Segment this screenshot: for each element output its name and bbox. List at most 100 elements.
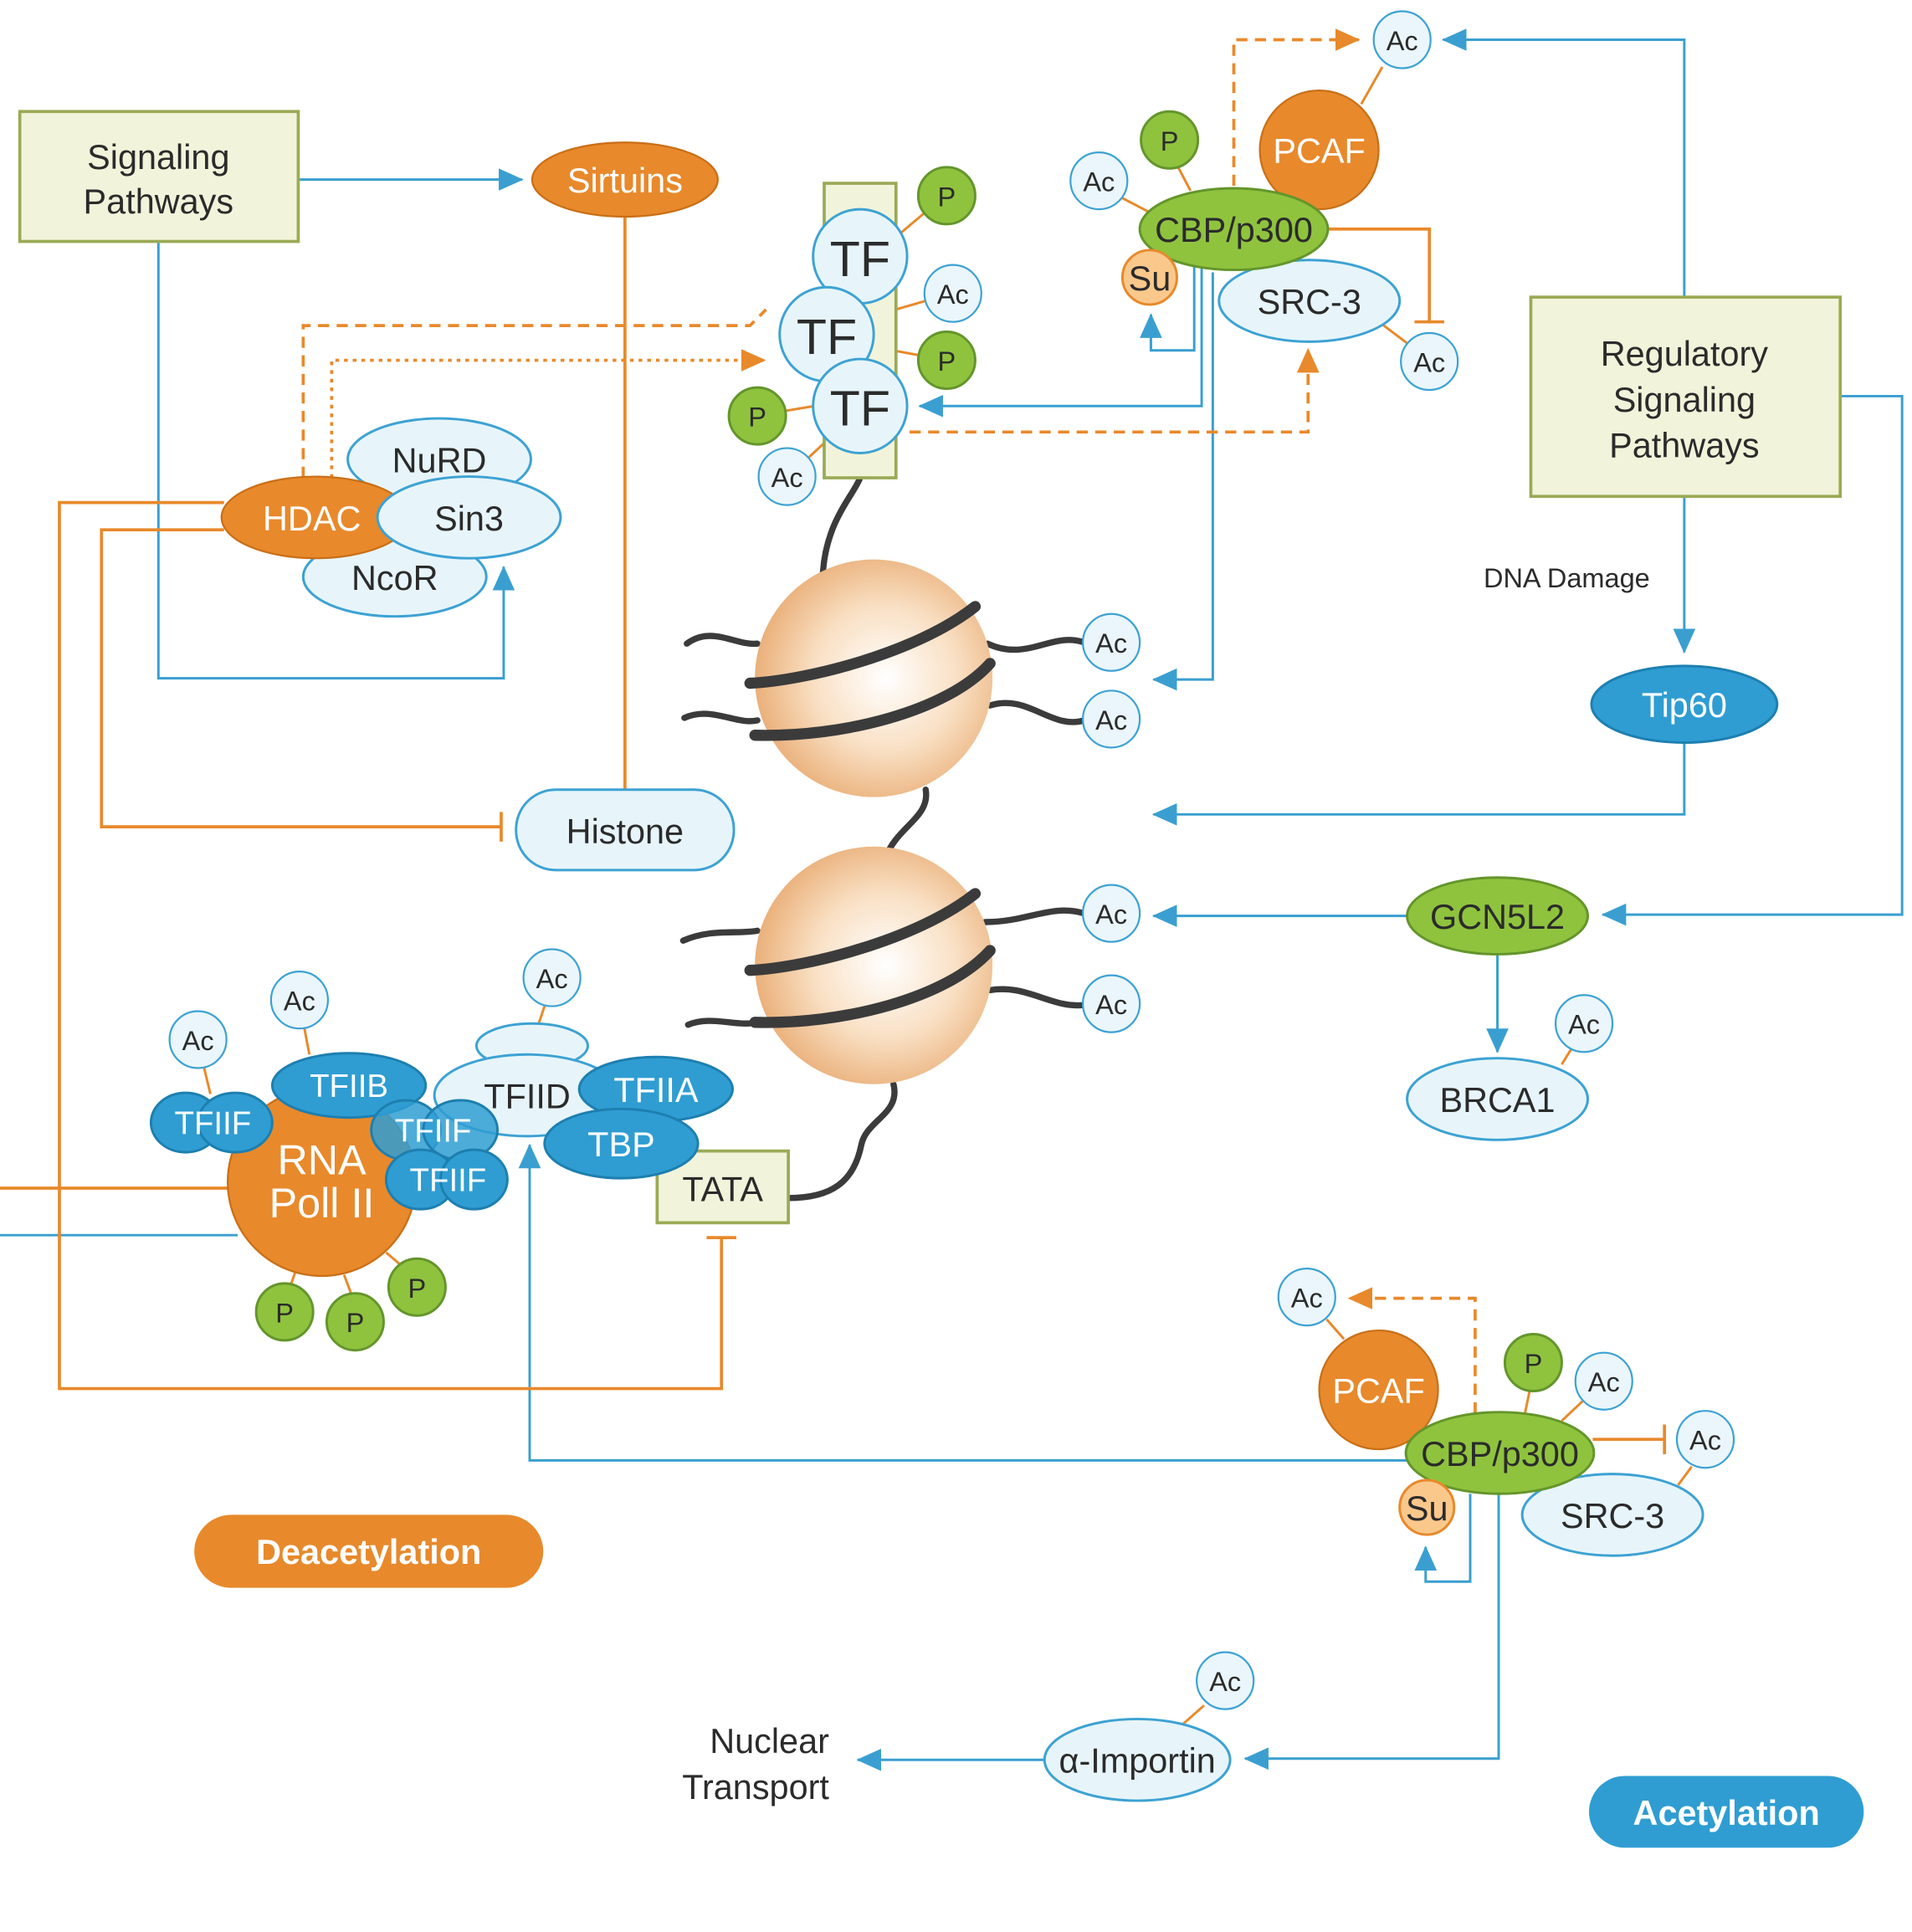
arrow-tip60-to-histone — [1151, 742, 1686, 826]
ac-circle — [1196, 1651, 1255, 1710]
arrow-cbp-to-tfiid — [518, 1143, 1412, 1462]
tbp-label: TBP — [587, 1125, 655, 1164]
dashed-cbp-to-ac — [1232, 28, 1361, 187]
dna-wrap — [749, 658, 996, 741]
brca1-ellipse — [1406, 1057, 1589, 1141]
ac-circle — [168, 1010, 228, 1069]
tfiid-label: TFIID — [484, 1078, 571, 1116]
gcn5l2-label: GCN5L2 — [1430, 898, 1565, 936]
legend-acetylation-label: Acetylation — [1633, 1794, 1820, 1832]
ac-mark: Ac — [1081, 974, 1141, 1033]
p-circle — [727, 386, 787, 446]
link-cbp-ac-bottom — [1561, 1400, 1584, 1422]
ac-label: Ac — [1095, 990, 1127, 1020]
ac-mark: Ac — [269, 971, 330, 1030]
ac-mark: Ac — [923, 264, 982, 323]
ac-label: Ac — [1387, 26, 1418, 56]
regulatory-line1: Regulatory — [1601, 335, 1769, 373]
src3-ellipse — [1217, 259, 1402, 343]
p-mark: P — [1503, 1333, 1563, 1393]
tf-stack: TF TF TF — [778, 182, 909, 479]
dna-strand-tf-to-nucleosome — [819, 474, 864, 576]
p-label: P — [748, 402, 766, 433]
tfiif-lower: TFIIF — [384, 1148, 509, 1211]
su-label: Su — [1406, 1489, 1448, 1528]
ac-circle — [522, 948, 582, 1007]
ncor-label: NcoR — [351, 559, 438, 597]
pcaf-circle — [1258, 90, 1380, 211]
ac-label: Ac — [1689, 1426, 1721, 1456]
ac-label: Ac — [182, 1026, 214, 1056]
signaling-pathways-line1: Signaling — [87, 138, 229, 177]
legend-deacetylation-pill — [194, 1514, 544, 1588]
p-mark: P — [916, 166, 977, 226]
arrow-cbp-to-histone-ac — [1151, 272, 1214, 691]
tata-label: TATA — [682, 1170, 763, 1208]
ac-mark: Ac — [522, 948, 582, 1007]
link-tfiib-ac — [303, 1027, 311, 1055]
ac-label: Ac — [1209, 1667, 1241, 1697]
p-label: P — [275, 1298, 294, 1328]
inhibit-cbp-ac-bottom — [1592, 1424, 1667, 1454]
histone-tail — [684, 633, 761, 648]
ac-label: Ac — [1095, 899, 1127, 930]
arrow-cbp-to-tf — [918, 267, 1203, 418]
rna-pol-ii-line1: RNA — [277, 1135, 367, 1183]
p-circle — [916, 166, 977, 226]
tfiif-label: TFIIF — [174, 1106, 251, 1142]
link-src3-ac-bottom — [1677, 1465, 1693, 1486]
p-mark: P — [387, 1257, 447, 1317]
p-label: P — [346, 1308, 365, 1338]
arrow-cbp-to-alpha-importin — [1243, 1494, 1500, 1771]
nuclear-transport-line2: Transport — [682, 1768, 829, 1806]
histone-tail — [987, 700, 1088, 725]
su-label: Su — [1129, 259, 1171, 298]
tip60-ellipse — [1590, 664, 1779, 745]
alpha-importin-ellipse — [1043, 1717, 1232, 1802]
alpha-importin-label: α-Importin — [1059, 1742, 1216, 1781]
tfiif-middle: TFIIF — [370, 1099, 500, 1161]
arrow-cbp-to-su — [1140, 262, 1196, 352]
p-mark: P — [916, 331, 977, 391]
ac-circle — [1675, 1410, 1735, 1469]
legend-acetylation: Acetylation — [1588, 1776, 1864, 1848]
link-cbp-p — [1176, 167, 1192, 192]
tfiia-label: TFIIA — [613, 1071, 699, 1109]
link-tfiif-ac — [202, 1068, 212, 1094]
cbp-p300-label: CBP/p300 — [1421, 1435, 1579, 1473]
dna-strand-to-tata — [785, 1081, 898, 1202]
link-brca1-ac — [1561, 1048, 1573, 1065]
ac-circle — [1069, 151, 1129, 211]
acetylation-marks: Ac Ac Ac Ac Ac Ac Ac Ac Ac Ac Ac Ac Ac A… — [168, 10, 1735, 1710]
hdac-complex: NuRD NcoR HDAC Sin3 — [220, 417, 562, 618]
tbp-ellipse — [543, 1107, 700, 1180]
ac-mark: Ac — [1081, 612, 1141, 672]
ac-circle — [1081, 884, 1141, 943]
histone-tail — [684, 1017, 761, 1028]
link-tfiid-ac — [536, 1006, 546, 1026]
gcn5l2-ellipse — [1406, 876, 1589, 956]
tfiif-lobe — [439, 1148, 509, 1211]
cbp-p300-ellipse — [1404, 1411, 1596, 1495]
su-circle — [1398, 1478, 1456, 1536]
ac-circle — [1081, 689, 1141, 749]
arrow-regulatory-to-ac — [1441, 28, 1686, 298]
ac-label: Ac — [1568, 1010, 1600, 1040]
ac-circle — [1574, 1351, 1633, 1411]
brca1-label: BRCA1 — [1440, 1081, 1556, 1120]
ac-circle — [1372, 10, 1432, 69]
p-circle — [916, 331, 977, 391]
mark-links — [202, 66, 1693, 1725]
p-circle — [387, 1257, 447, 1317]
histone-tail — [987, 986, 1088, 1009]
link-cbp-p-bottom — [1523, 1391, 1531, 1415]
histone-node: Histone — [515, 788, 736, 872]
p-mark: P — [727, 386, 787, 446]
ac-mark: Ac — [1675, 1410, 1735, 1469]
cbp-complex-top: SRC-3 PCAF CBP/p300 Su — [1120, 90, 1402, 343]
legend-acetylation-pill — [1588, 1776, 1864, 1848]
histone-tail — [681, 710, 761, 725]
histone-tail — [984, 637, 1088, 653]
sin3-ellipse — [376, 475, 562, 560]
